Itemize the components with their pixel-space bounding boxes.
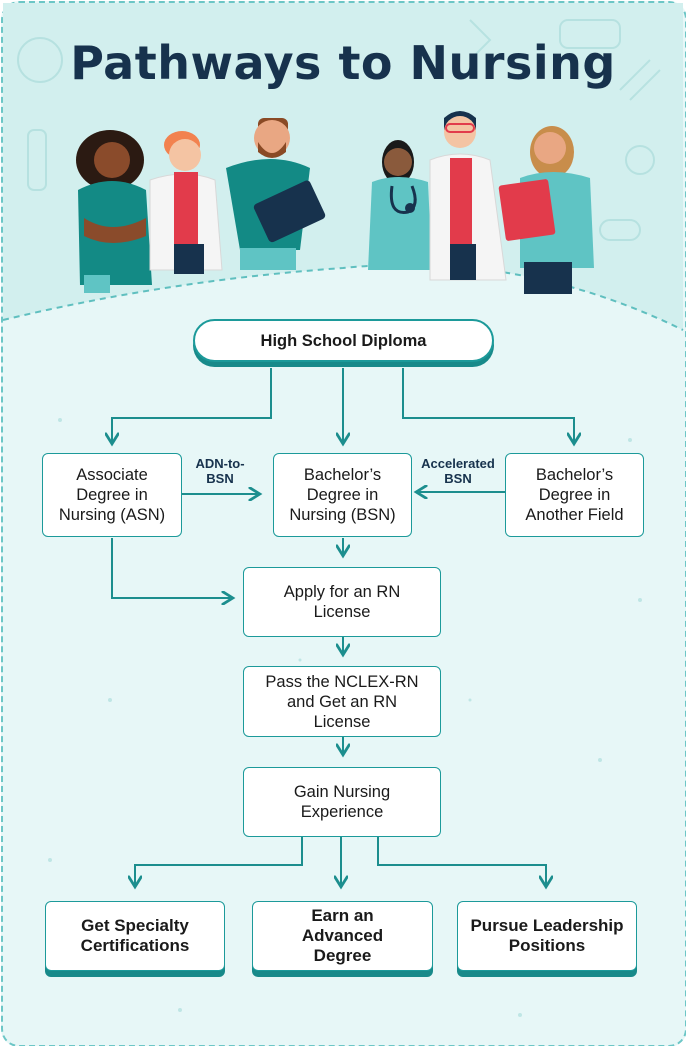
node-specialty-certifications: Get Specialty Certifications: [45, 901, 225, 971]
header-divider-dashed: [2, 263, 684, 331]
node-high-school-diploma: High School Diploma: [193, 319, 494, 362]
person-2: [149, 131, 223, 274]
arrow-diploma-to-asn: [112, 368, 272, 441]
node-apply-rn-license: Apply for an RN License: [243, 567, 441, 637]
arrow-experience-to-leadership: [377, 837, 546, 884]
node-gain-experience: Gain Nursing Experience: [243, 767, 441, 837]
node-bsn: Bachelor’s Degree in Nursing (BSN): [273, 453, 412, 537]
person-6: [498, 126, 594, 294]
arrow-diploma-to-other: [402, 368, 574, 441]
label-accelerated-bsn: Accelerated BSN: [421, 456, 495, 486]
person-1: [76, 130, 152, 293]
background-speckles: [48, 418, 642, 1017]
node-other-field: Bachelor’s Degree in Another Field: [505, 453, 644, 537]
person-5: [429, 111, 507, 281]
person-4: [368, 140, 432, 270]
node-pass-nclex: Pass the NCLEX-RN and Get an RN License: [243, 666, 441, 737]
node-asn: Associate Degree in Nursing (ASN): [42, 453, 182, 537]
node-leadership-positions: Pursue Leadership Positions: [457, 901, 637, 971]
node-advanced-degree: Earn an Advanced Degree: [252, 901, 433, 971]
arrow-asn-to-apply: [111, 538, 230, 598]
arrow-experience-to-specialty: [135, 837, 303, 884]
page-title: Pathways to Nursing: [70, 36, 616, 90]
person-3: [226, 118, 326, 270]
label-adn-to-bsn: ADN-to-BSN: [195, 456, 245, 486]
